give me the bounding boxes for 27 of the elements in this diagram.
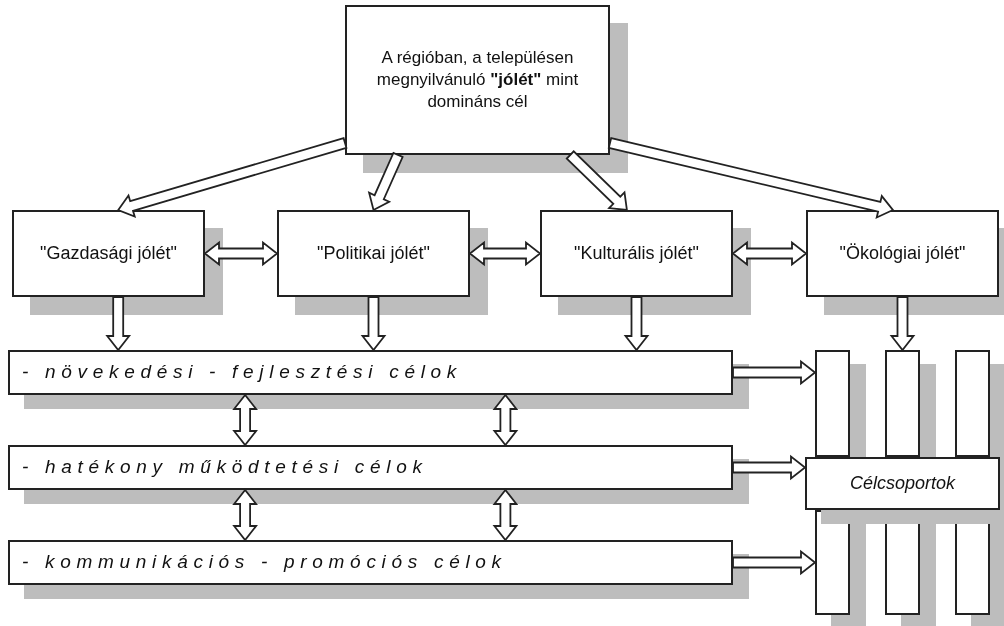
goal-text: - növekedési - fejlesztési célok [22, 360, 463, 385]
block-arrow [468, 240, 542, 267]
block-arrow [623, 296, 650, 352]
block-arrow [565, 150, 628, 211]
goal-text: - kommunikációs - promóciós célok [22, 550, 507, 575]
block-arrow [232, 393, 258, 447]
goal-text: - hatékony működtetési célok [22, 455, 428, 480]
block-arrow [492, 488, 519, 542]
block-arrow [732, 454, 807, 481]
block-arrow [607, 137, 895, 220]
block-arrow [105, 296, 132, 352]
block-arrow [732, 549, 817, 576]
block-arrow [492, 393, 519, 447]
box-text: "Ökológiai jólét" [839, 242, 966, 265]
box-text: "Politikai jólét" [317, 242, 430, 265]
block-arrow [360, 296, 387, 352]
box-text: Célcsoportok [849, 472, 955, 495]
block-arrow [367, 151, 404, 212]
block-arrow [203, 240, 279, 267]
block-arrow [116, 137, 348, 219]
block-arrow [889, 296, 916, 352]
block-arrow [732, 359, 817, 386]
box-text: "Kulturális jólét" [574, 242, 699, 265]
block-arrow [731, 240, 808, 267]
block-arrow [232, 488, 258, 542]
box-text: A régióban, a településen megnyilvánuló "jólét" mint domináns cél [375, 46, 580, 114]
box-text: "Gazdasági jólét" [40, 242, 177, 265]
